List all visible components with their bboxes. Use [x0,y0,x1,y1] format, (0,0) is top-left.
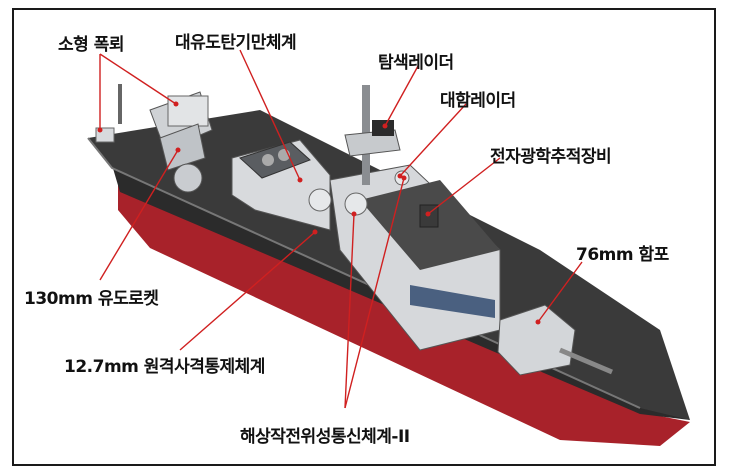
gun-barrel [559,347,613,375]
gun-turret [497,304,576,376]
label-76mm-gun: 76mm 함포 [576,245,669,265]
label-small-torpedo: 소형 폭뢰 [58,35,124,55]
bridge-windows [410,285,495,318]
satcom-dome-rear [308,188,332,212]
label-fire-control-radar: 대함레이더 [440,91,516,111]
label-search-radar: 탐색레이더 [378,53,454,73]
label-satcom: 해상작전위성통신체계-II [240,427,410,447]
rear-mast [118,84,122,124]
rear-mount [173,163,203,193]
decoy-launcher [239,141,311,179]
satcom-dome-fwd [344,192,368,216]
rocket-launcher [159,123,206,171]
label-torpedo-decoy: 대유도탄기만체계 [175,33,297,53]
label-12-7mm-rws: 12.7mm 원격사격통제체계 [64,357,265,377]
label-130mm-rocket: 130mm 유도로켓 [24,289,159,309]
leader-lines [99,49,583,409]
search-radar [372,120,394,136]
leader-dots [97,101,541,325]
launcher-box [167,95,209,127]
decoy-tube [262,154,274,166]
label-eo-tracking: 전자광학추적장비 [490,147,612,167]
